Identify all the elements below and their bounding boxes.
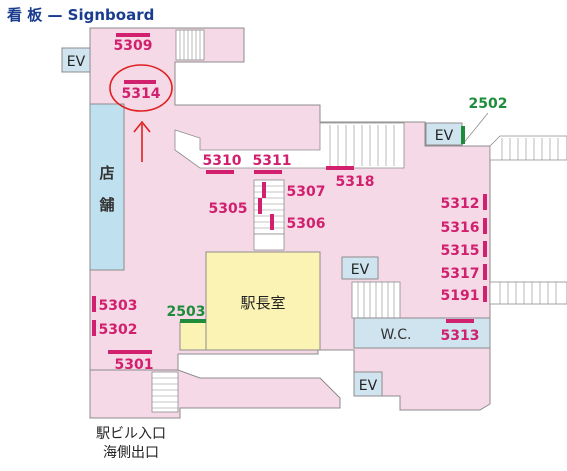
sign-5314: 5314 [122,86,161,102]
exit-stairs [151,371,179,413]
sign-5305: 5305 [209,201,248,217]
wc-label: W.C. [381,327,412,343]
sign-markers [92,33,487,354]
stationmaster-label: 駅長室 [240,294,285,312]
upper-stairs [175,29,205,61]
exit-corridor [89,369,341,419]
svg-text:EV: EV [435,128,454,144]
svg-text:EV: EV [351,262,370,278]
exit-label-line2: 海側出口 [103,445,159,461]
sign-5302: 5302 [99,322,138,338]
sign-5313: 5313 [441,328,480,344]
sign-2503: 2503 [167,304,206,320]
shop-label-1: 店 [99,164,114,182]
sign-5303: 5303 [99,298,138,314]
sign-5317: 5317 [441,266,480,282]
ev-box-top-left: EV [61,47,91,73]
shop-label-2: 舗 [98,196,114,214]
sign-5318: 5318 [336,174,375,190]
svg-text:EV: EV [67,54,86,70]
mid-escalator [253,179,285,251]
right-lower-stairs [489,281,567,305]
ev-box-right: EV [425,122,463,146]
sign-5312: 5312 [441,196,480,212]
sign-5191: 5191 [441,288,480,304]
exit-label-line1: 駅ビル入口 [96,426,166,442]
shop-block [89,103,125,271]
stationmaster-annex [179,321,207,351]
sign-5301: 5301 [115,357,154,373]
sign-markers-green [180,126,465,323]
right-upper-stairs [489,135,567,161]
highlight-circle [109,64,173,112]
svg-text:EV: EV [359,378,378,394]
up-arrow-icon [133,120,151,162]
sign-5310: 5310 [203,153,242,169]
ev-box-center: EV [341,256,379,280]
sign-5316: 5316 [441,220,480,236]
sign-5306: 5306 [287,216,326,232]
ev-box-bottom: EV [353,371,383,397]
sign-5307: 5307 [287,184,326,200]
sign-2502-leader [461,112,489,146]
sign-2502: 2502 [469,96,508,112]
central-stairs [174,122,405,169]
lower-stairs [351,281,401,319]
sign-5309: 5309 [114,38,153,54]
map-title: 看 板 — Signboard [7,6,155,24]
sign-5311: 5311 [253,153,292,169]
sign-5315: 5315 [441,243,480,259]
stationmaster-office [205,251,321,351]
